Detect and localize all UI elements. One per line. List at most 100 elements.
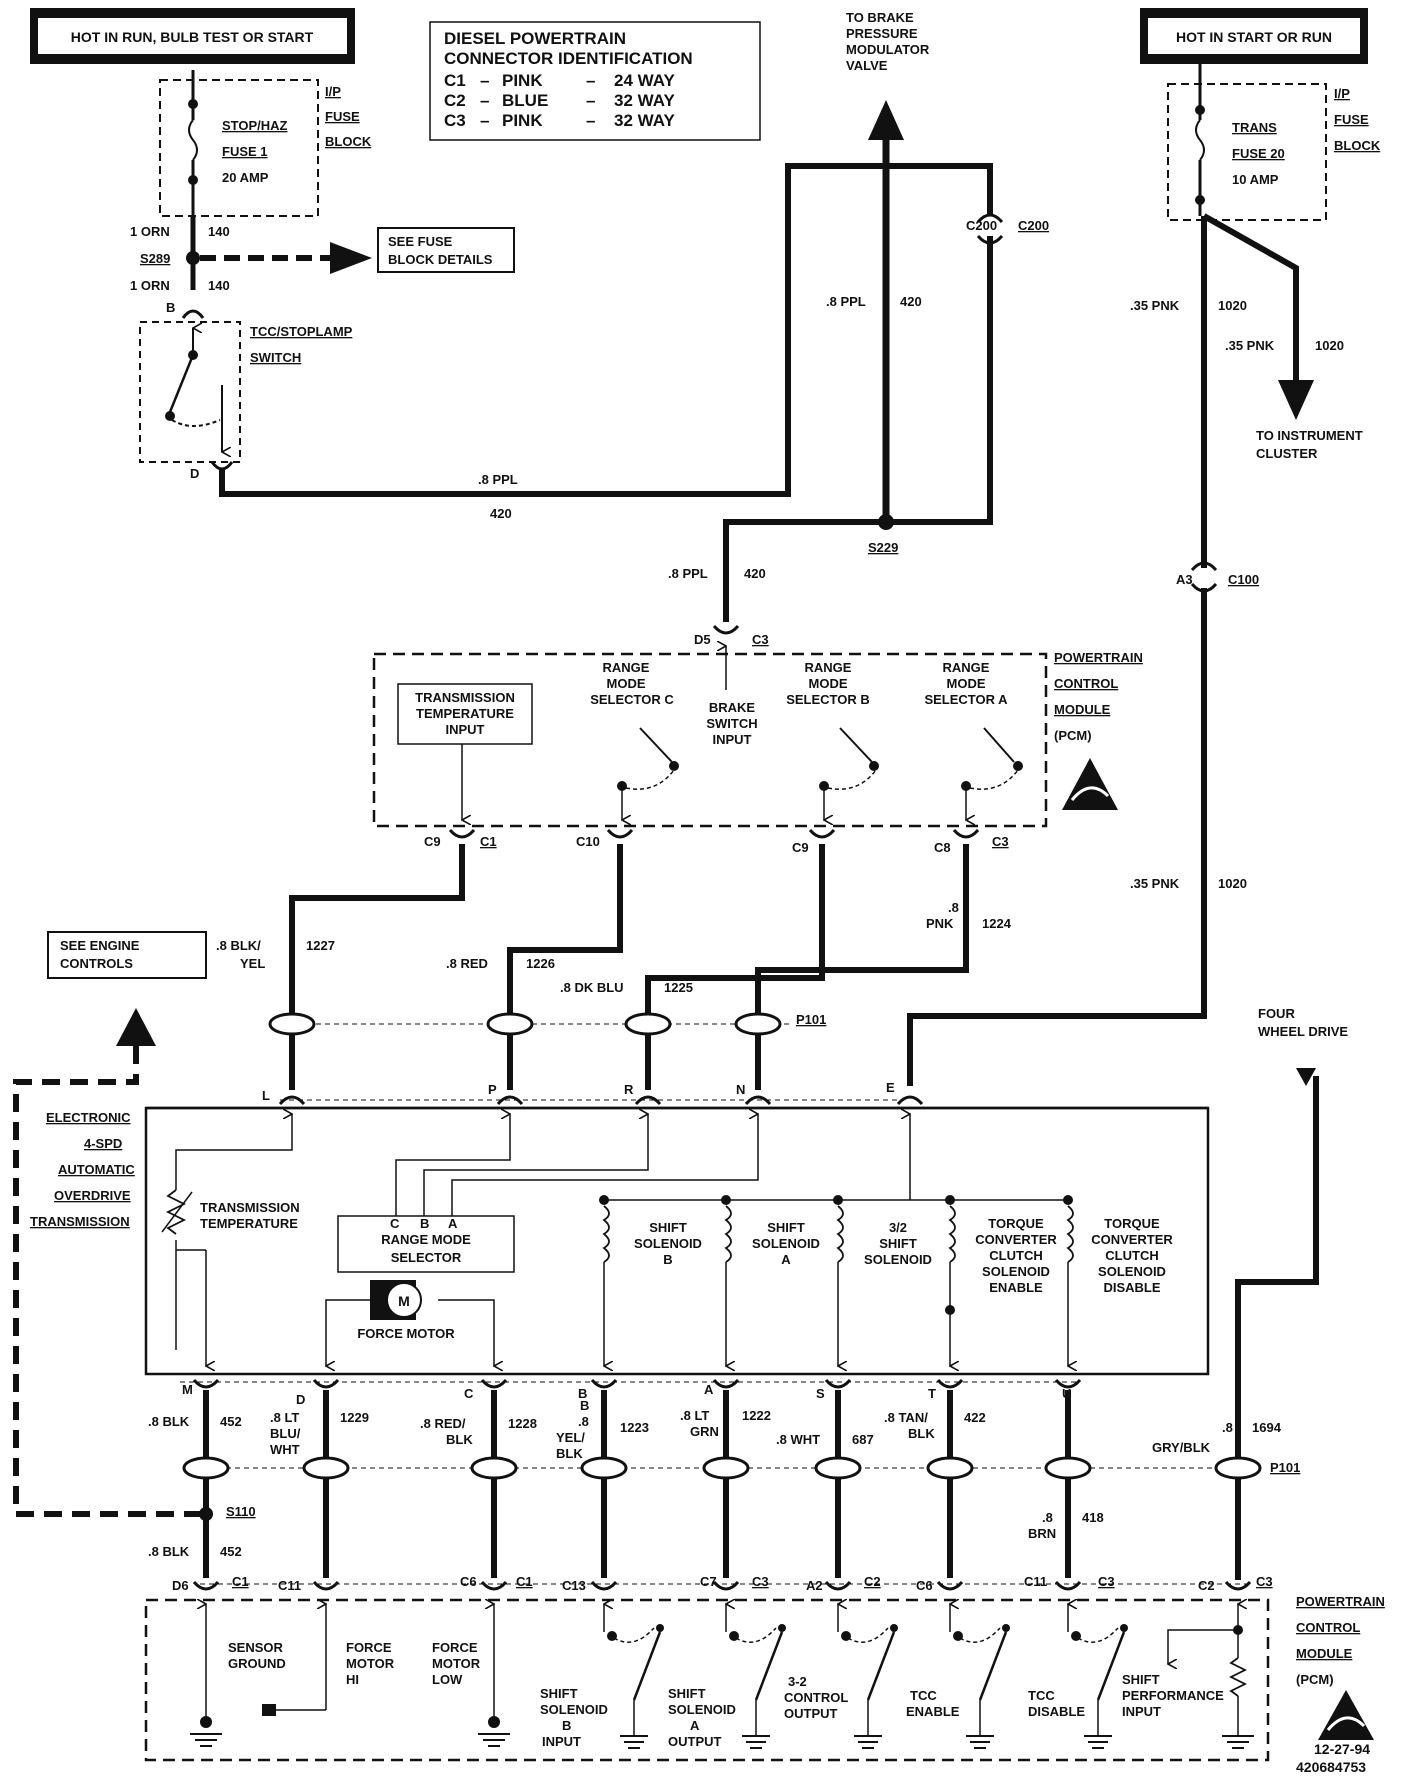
see-engine-controls: SEE ENGINE CONTROLS — [47, 931, 207, 979]
connector-label: C3 — [1098, 1574, 1115, 1589]
ssb-label: B — [562, 1718, 571, 1733]
wire-number: 452 — [220, 1544, 242, 1559]
motor-icon: M — [398, 1293, 410, 1309]
wire-label: .8 RED — [446, 956, 488, 971]
brake-modulator-destination: TO BRAKE PRESSURE MODULATOR VALVE — [846, 10, 930, 73]
ssb-label: SOLENOID — [540, 1702, 608, 1717]
driver-switch-icon — [726, 1604, 786, 1749]
fuse-icon — [1195, 119, 1205, 161]
pin-label: D6 — [172, 1578, 189, 1593]
pin-label: C2 — [1198, 1578, 1215, 1593]
legend-row-id: C2 — [444, 91, 466, 110]
legend-dash: – — [480, 111, 489, 130]
wire-label: BLU/ — [270, 1426, 301, 1441]
down-arrow-icon — [1278, 380, 1314, 420]
solenoid-label: CONVERTER — [1091, 1232, 1173, 1247]
pin-label: A3 — [1176, 572, 1193, 587]
legend-title-2: CONNECTOR IDENTIFICATION — [444, 49, 693, 68]
p101-label: P101 — [796, 1012, 826, 1027]
wire-label: 1 ORN — [130, 224, 170, 239]
wire-label: BRN — [1028, 1526, 1056, 1541]
splice-s229-dot — [878, 514, 894, 530]
sel-b-text: RANGE — [805, 660, 852, 675]
wire-label: .8 — [1222, 1420, 1233, 1435]
sel-b-text: SELECTOR B — [786, 692, 870, 707]
ctrl32-label: 3-2 — [788, 1674, 807, 1689]
connector-label: C3 — [1256, 1574, 1273, 1589]
left-header-text: HOT IN RUN, BULB TEST OR START — [71, 29, 314, 45]
solenoid-label: SOLENOID — [752, 1236, 820, 1251]
switch-name: SWITCH — [250, 350, 301, 365]
left-fuse-name: STOP/HAZ — [222, 118, 288, 133]
wire-label: .35 PNK — [1130, 298, 1180, 313]
wire-label: GRN — [690, 1424, 719, 1439]
pcm-label: (PCM) — [1296, 1672, 1334, 1687]
right-fuse-number: FUSE 20 — [1232, 146, 1285, 161]
sel-c-text: MODE — [607, 676, 646, 691]
sel-c-text: SELECTOR C — [590, 692, 674, 707]
trans-label: ELECTRONIC — [46, 1110, 131, 1125]
p101-top-connectors — [268, 1012, 782, 1036]
sel-a-text: RANGE — [943, 660, 990, 675]
driver-switch-icon — [838, 1604, 898, 1749]
switch-icon — [961, 727, 1023, 820]
solenoid-label: ENABLE — [989, 1280, 1043, 1295]
pcm-bottom-module: POWERTRAIN CONTROL MODULE (PCM) SENSOR G… — [144, 1594, 1385, 1762]
solenoid-label: TORQUE — [988, 1216, 1044, 1231]
wire-number: 420 — [900, 294, 922, 309]
dest-text: TO BRAKE — [846, 10, 914, 25]
solenoid-label: SOLENOID — [864, 1252, 932, 1267]
fm-low-label: MOTOR — [432, 1656, 481, 1671]
fuse-label: FUSE — [325, 109, 360, 124]
sensor-ground-label: GROUND — [228, 1656, 286, 1671]
pin-label: A — [704, 1382, 714, 1397]
right-header-text: HOT IN START OR RUN — [1176, 29, 1332, 45]
resistor-icon — [1228, 1657, 1248, 1697]
wire-label: BLK — [446, 1432, 473, 1447]
footer-date: 12-27-94 — [1314, 1741, 1370, 1757]
wire-label: .8 PPL — [826, 294, 866, 309]
wire-number: 1222 — [742, 1408, 771, 1423]
pcm-label: (PCM) — [1054, 728, 1092, 743]
connector-label: C1 — [480, 834, 497, 849]
wire-label: .8 DK BLU — [560, 980, 624, 995]
pin-label: B — [420, 1216, 429, 1231]
solenoid-label: CONVERTER — [975, 1232, 1057, 1247]
pcm-bottom-connectors — [192, 1580, 1252, 1591]
wire-label: B — [580, 1398, 589, 1413]
perf-label: INPUT — [1122, 1704, 1161, 1719]
pin-label: C6 — [916, 1578, 933, 1593]
sensor-ground-label: SENSOR — [228, 1640, 284, 1655]
wire-label: .35 PNK — [1130, 876, 1180, 891]
pin-label: A2 — [806, 1578, 823, 1593]
fm-low-label: LOW — [432, 1672, 463, 1687]
legend-dash: – — [586, 71, 595, 90]
wire-number: 1694 — [1252, 1420, 1282, 1435]
driver-switch-icon — [604, 1604, 664, 1749]
pcm-label: MODULE — [1054, 702, 1111, 717]
driver-icon — [262, 1704, 276, 1716]
fm-hi-label: FORCE — [346, 1640, 392, 1655]
see-fuse-block-details: SEE FUSE BLOCK DETAILS — [377, 227, 515, 273]
splice-s110-dot — [199, 1507, 213, 1521]
thermistor-icon — [165, 1189, 187, 1235]
pin-label: C10 — [576, 834, 600, 849]
switch-icon — [819, 727, 879, 820]
wire-label: .8 BLK/ — [216, 938, 261, 953]
wire-number: 1020 — [1315, 338, 1344, 353]
right-fuse-name: TRANS — [1232, 120, 1277, 135]
pin-label: B — [166, 300, 175, 315]
c200-pin: C200 — [966, 218, 997, 233]
legend-row-size: 24 WAY — [614, 71, 675, 90]
fwd-text: FOUR — [1258, 1006, 1295, 1021]
pin-label: C6 — [460, 1574, 477, 1589]
wire-number: 422 — [964, 1410, 986, 1425]
trans-bottom-connectors — [192, 1378, 1082, 1389]
ssa-label: A — [690, 1718, 700, 1733]
c100-label: C100 — [1228, 572, 1259, 587]
pin-label: N — [736, 1082, 745, 1097]
ip-label: I/P — [1334, 86, 1350, 101]
trans-temp-label: TEMPERATURE — [200, 1216, 298, 1231]
ground-icon — [478, 1733, 510, 1747]
pin-label: C — [390, 1216, 400, 1231]
